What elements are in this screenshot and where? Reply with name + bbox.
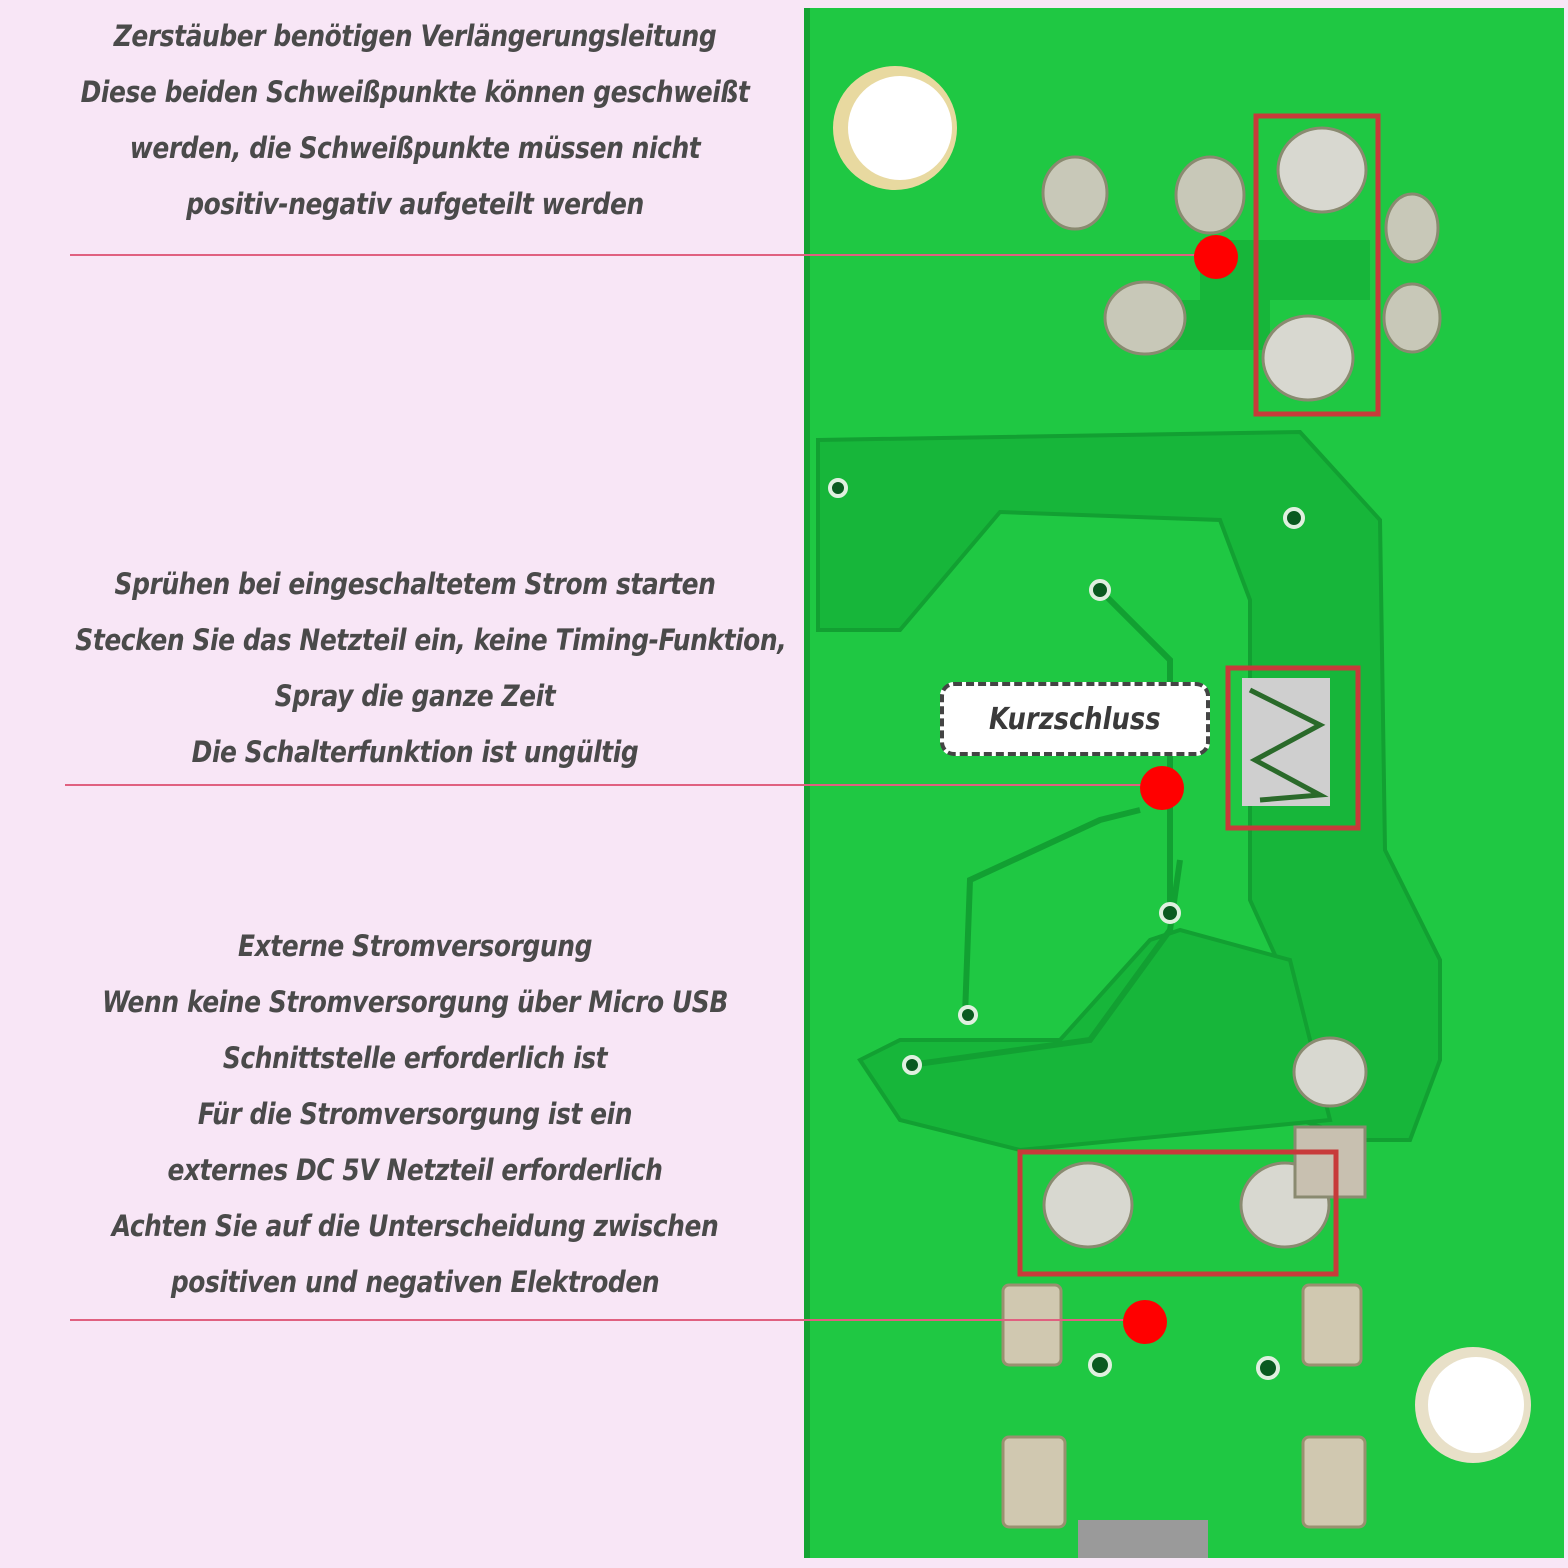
short-circuit-label: Kurzschluss: [940, 682, 1210, 756]
highlight-box-short: [1225, 665, 1361, 831]
solder-joint: [1103, 280, 1187, 356]
via-hole: [902, 1055, 922, 1075]
callout-atomizer: Zerstäuber benötigen Verlängerungsleitun…: [75, 8, 754, 232]
solder-pad-power: [1042, 1161, 1134, 1249]
highlight-box-power: [1017, 1149, 1339, 1277]
marker-dot: [1123, 1300, 1167, 1344]
via-hole: [958, 1005, 978, 1025]
solder-joint: [1292, 1036, 1368, 1108]
solder-joint: [1384, 192, 1440, 264]
usb-pad: [1301, 1435, 1367, 1529]
callout-line: Die Schalterfunktion ist ungültig: [191, 735, 639, 769]
pcb-trace-thin: [962, 807, 1141, 1016]
marker-dot: [1140, 766, 1184, 810]
via-hole: [828, 478, 848, 498]
callout-line: Achten Sie auf die Unterscheidung zwisch…: [111, 1209, 719, 1243]
solder-pad-atomizer: [1261, 314, 1355, 402]
callout-line: Schnittstelle erforderlich ist: [222, 1041, 608, 1075]
zigzag-icon: [1248, 687, 1329, 803]
via-hole: [1256, 1356, 1280, 1380]
callout-line: Diese beiden Schweißpunkte können geschw…: [80, 75, 750, 109]
solder-pad-atomizer: [1276, 126, 1368, 214]
via-hole: [1283, 507, 1305, 529]
pcb-trace-lower: [857, 927, 1333, 1153]
callout-line: externes DC 5V Netzteil erforderlich: [167, 1153, 663, 1187]
callout-line: positiv-negativ aufgeteilt werden: [186, 187, 644, 221]
callout-line: Spray die ganze Zeit: [274, 679, 556, 713]
pcb-board: [804, 8, 1564, 1558]
solder-joint: [1041, 155, 1109, 231]
usb-pad: [1301, 1283, 1363, 1367]
usb-pad: [1001, 1283, 1063, 1367]
pcb-trace-thin: [1097, 587, 1173, 915]
usb-pad: [1001, 1435, 1067, 1529]
marker-dot: [1194, 235, 1238, 279]
smd-pad: [1293, 1125, 1367, 1199]
callout-line: Sprühen bei eingeschaltetem Strom starte…: [114, 567, 716, 601]
callout-external-power: Externe Stromversorgung Wenn keine Strom…: [75, 918, 754, 1310]
via-hole: [1088, 1353, 1112, 1377]
callout-line: positiven und negativen Elektroden: [170, 1265, 660, 1299]
callout-line: Wenn keine Stromversorgung über Micro US…: [102, 985, 728, 1019]
pcb-trace-thin: [909, 859, 1183, 1068]
via-hole: [1159, 902, 1181, 924]
highlight-box-atomizer: [1253, 113, 1381, 417]
callout-line: Zerstäuber benötigen Verlängerungsleitun…: [113, 19, 717, 53]
short-circuit-label-text: Kurzschluss: [989, 701, 1161, 737]
callout-line: Externe Stromversorgung: [238, 929, 592, 963]
callout-line: Stecken Sie das Netzteil ein, keine Timi…: [75, 623, 787, 657]
callout-spray-on-power: Sprühen bei eingeschaltetem Strom starte…: [75, 556, 787, 780]
via-hole: [1089, 579, 1111, 601]
solder-joint: [1382, 282, 1442, 354]
solder-joint: [1174, 155, 1246, 235]
callout-line: werden, die Schweißpunkte müssen nicht: [129, 131, 701, 165]
callout-line: Für die Stromversorgung ist ein: [197, 1097, 633, 1131]
